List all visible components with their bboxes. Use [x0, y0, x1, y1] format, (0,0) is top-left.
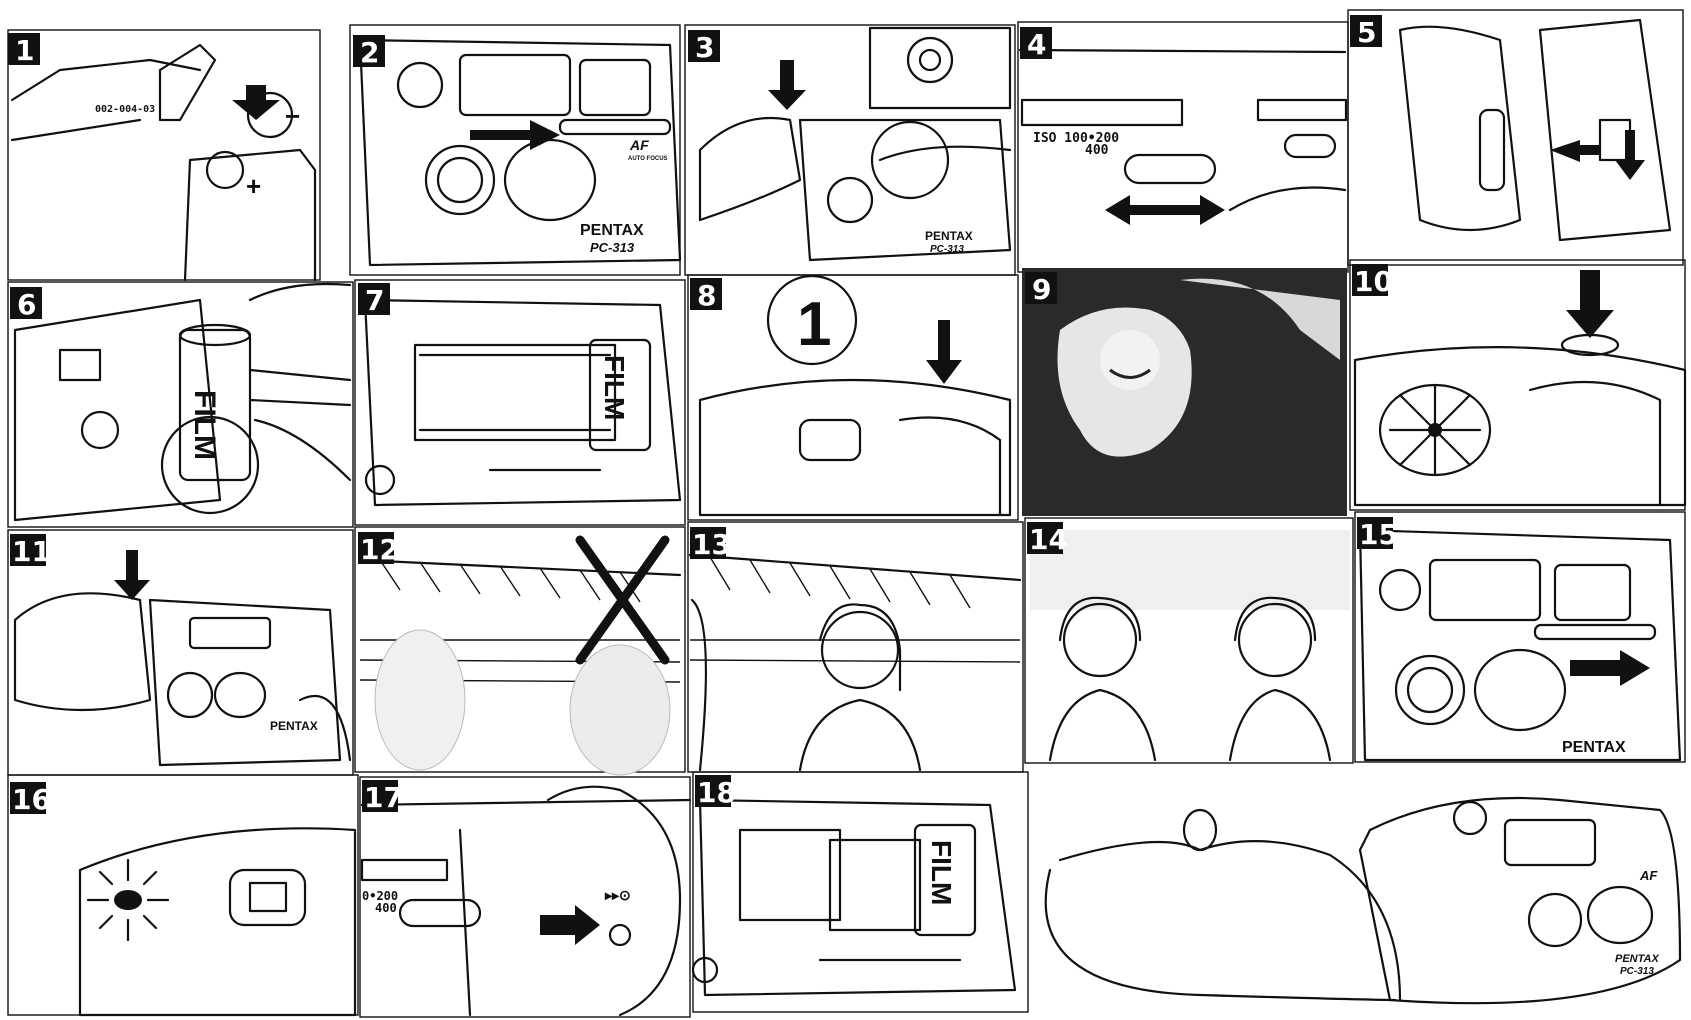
af-sub: AUTO FOCUS	[628, 156, 668, 162]
panel-9-number: 9	[1032, 273, 1051, 306]
panel-11-number: 11	[12, 535, 51, 568]
panel-7-number: 7	[365, 284, 384, 317]
panel-3-brand: PENTAX	[925, 229, 973, 243]
panel-5-number: 5	[1357, 16, 1376, 49]
panel-11: PENTAX 11	[8, 530, 353, 775]
panel-3-number: 3	[695, 31, 714, 64]
frame-counter-value: 1	[797, 290, 831, 359]
panel-16-number: 16	[12, 783, 51, 816]
panel-13-number: 13	[692, 528, 731, 561]
iso-label-line2: 400	[1085, 143, 1109, 158]
panel-10-number: 10	[1354, 265, 1393, 298]
strap-model: PC-313	[1620, 966, 1654, 977]
panel-18-number: 18	[697, 776, 736, 809]
svg-text:−: −	[285, 101, 300, 131]
panel-18-film-label: FILM	[926, 840, 957, 905]
panel-6-film-label: FILM	[188, 390, 221, 460]
panel-17: 0•200 400 ▸▸⊙ 17	[360, 777, 690, 1017]
panel-7-film-label: FILM	[599, 355, 630, 420]
strap-brand: PENTAX	[1615, 953, 1659, 965]
panel-11-brand: PENTAX	[270, 719, 318, 733]
af-mark: AF	[629, 137, 649, 153]
panel-14: 14	[1025, 518, 1353, 763]
panel-16: 16	[8, 775, 358, 1015]
panel-15-number: 15	[1359, 518, 1398, 551]
panel-2-brand: PENTAX	[580, 222, 644, 239]
strap-af-mark: AF	[1639, 868, 1658, 883]
panel-4-number: 4	[1027, 28, 1046, 61]
svg-text:+: +	[246, 171, 261, 201]
panel-1: − + 002-004-03 1	[8, 30, 320, 280]
panel-18: FILM 18	[693, 772, 1028, 1012]
panel-12-number: 12	[360, 533, 399, 566]
panel-6-number: 6	[17, 288, 36, 321]
panel-8: 1 8	[688, 275, 1018, 520]
battery-code-label: 002-004-03	[95, 104, 155, 115]
panel-2-model: PC-313	[590, 240, 635, 255]
iso17-label-line2: 400	[375, 901, 397, 915]
panel-6: FILM 6	[8, 282, 353, 527]
panel-15-brand: PENTAX	[1562, 739, 1626, 756]
panel-2-number: 2	[360, 36, 379, 69]
panel-2: AF AUTO FOCUS PENTAX PC-313 2	[350, 25, 680, 275]
panel-17-number: 17	[364, 781, 403, 814]
panel-4: ISO 100•200 400 4	[1018, 22, 1348, 272]
panel-13: 13	[688, 522, 1023, 772]
panel-5: 5	[1348, 10, 1683, 265]
panel-3-model: PC-313	[930, 244, 964, 255]
panel-1-number: 1	[15, 34, 34, 67]
strap-illustration: AF PENTAX PC-313	[1046, 798, 1680, 1003]
panel-14-number: 14	[1029, 523, 1068, 556]
panel-12: 12	[355, 527, 685, 775]
rewind-symbol: ▸▸⊙	[604, 887, 631, 903]
panel-3: PENTAX PC-313 3	[685, 25, 1015, 275]
panel-10: 10	[1350, 260, 1685, 510]
panel-15: PENTAX 15	[1355, 512, 1685, 762]
panel-9: 9	[1022, 268, 1347, 516]
panel-8-number: 8	[697, 279, 716, 312]
panel-12-cross-mark	[580, 540, 665, 660]
panel-7: FILM 7	[355, 280, 685, 525]
